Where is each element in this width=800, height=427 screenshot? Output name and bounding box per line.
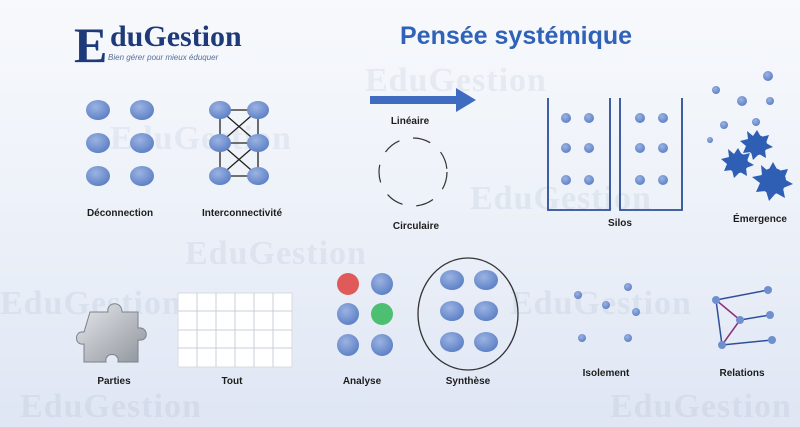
label-parties: Parties <box>97 376 131 387</box>
logo-name: duGestion <box>110 20 242 53</box>
lineaire-arrow-icon <box>370 88 476 112</box>
label-tout: Tout <box>221 376 243 387</box>
interconnectivite-icon <box>209 101 269 185</box>
logo-tagline: Bien gérer pour mieux éduquer <box>108 53 219 62</box>
label-emergence: Émergence <box>733 214 787 225</box>
circulaire-icon <box>378 137 448 207</box>
watermark-7: EduGestion <box>20 388 202 425</box>
label-synthese: Synthèse <box>445 376 491 387</box>
silos-icon <box>547 98 683 211</box>
label-analyse: Analyse <box>342 376 382 387</box>
analyse-icon <box>337 273 393 356</box>
watermark-1: EduGestion <box>365 62 547 99</box>
puzzle-grid-icon <box>177 292 293 368</box>
synthese-icon <box>417 257 519 371</box>
label-isolement: Isolement <box>582 368 630 379</box>
gear-icon-1 <box>740 130 773 160</box>
emergence-icon <box>707 71 793 201</box>
label-silos: Silos <box>608 218 632 229</box>
label-relations: Relations <box>719 368 765 379</box>
logo-initial: E <box>74 17 108 73</box>
watermark-8: EduGestion <box>610 388 792 425</box>
gear-icon-3 <box>752 162 793 201</box>
label-circulaire: Circulaire <box>392 221 440 232</box>
relations-icon <box>712 286 776 349</box>
label-deconnection: Déconnection <box>86 208 154 219</box>
puzzle-piece-icon <box>76 303 147 363</box>
deconnection-icon <box>86 100 154 186</box>
gear-icon-2 <box>721 148 754 178</box>
label-lineaire: Linéaire <box>390 116 430 127</box>
isolement-icon <box>574 283 640 342</box>
page-title: Pensée systémique <box>400 22 633 50</box>
watermark-6: EduGestion <box>510 285 692 322</box>
label-interconnectivite: Interconnectivité <box>201 208 283 219</box>
watermark-4: EduGestion <box>185 235 367 272</box>
